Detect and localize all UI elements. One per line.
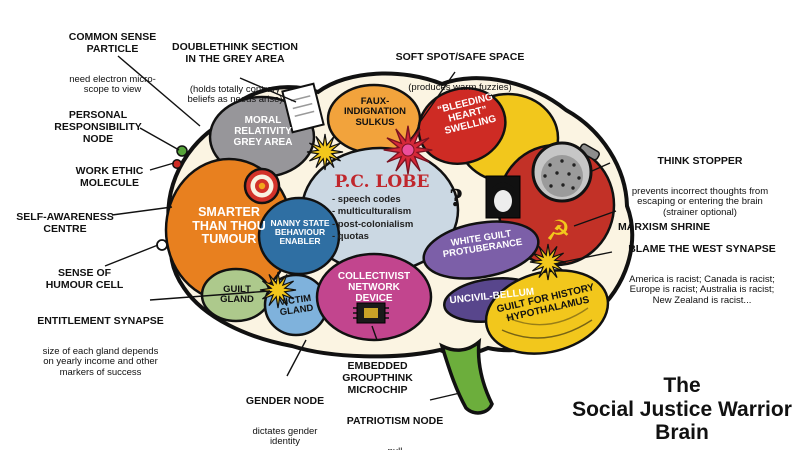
callout-desc: null [340,446,450,450]
callout-patriotism-node: PATRIOTISM NODE null [340,398,450,450]
region-brain-stem [439,337,494,415]
soft-spot-explosion-icon [383,125,433,175]
leader-line [573,210,617,227]
callout-title: EMBEDDED GROUPTHINK MICROCHIP [342,360,413,396]
callout-desc: dictates gender identity [252,425,318,448]
page-title: The Social Justice Warrior Brain [572,374,792,445]
callout-desc: size of each gland depends on yearly inc… [42,345,159,378]
label-faux-indignation: FAUX- INDIGNATION SULKUS [343,96,407,128]
label-moral-relativity: MORAL RELATIVITY GREY AREA [233,115,293,148]
personal-responsibility-node-dot [176,145,188,157]
callout-desc: prevents incorrect thoughts from escapin… [631,185,769,218]
callout-title: WORK ETHIC MOLECULE [75,165,144,189]
label-smarter-tumour: SMARTER THAN THOU TUMOUR [192,205,266,246]
leader-line [149,290,271,301]
region-white-guilt [422,220,540,280]
leader-line [139,127,180,151]
region-guilt-history [484,269,610,355]
callout-work-ethic: WORK ETHIC MOLECULE [62,148,157,208]
label-pc-lobe: P.C. LOBE - speech codes - multicultural… [322,172,442,243]
callout-sense-of-humour: SENSE OF HUMOUR CELL [42,250,127,310]
callout-title: SENSE OF HUMOUR CELL [45,267,124,291]
leader-line [104,244,159,267]
callout-doublethink-section: DOUBLETHINK SECTION IN THE GREY AREA (ho… [165,24,305,124]
leader-lines [104,55,617,401]
region-collectivist [315,252,433,342]
callout-desc: America is racist; Canada is racist; Eur… [629,273,775,306]
callout-desc: need electron micro- scope to view [69,73,156,96]
strainer-icon [531,141,600,203]
leader-line [117,55,201,127]
cerebellum-ridge [501,319,593,339]
che-guevara-portrait [485,175,521,219]
callout-entitlement-synapse: ENTITLEMENT SYNAPSE size of each gland d… [18,298,183,397]
callout-title: GENDER NODE [245,395,325,407]
callout-soft-spot: SOFT SPOT/SAFE SPACE (produces warm fuzz… [385,34,535,111]
label-nanny-state: NANNY STATE BEHAVIOUR ENABLER [270,218,330,247]
callout-common-sense-particle: COMMON SENSE PARTICLE need electron micr… [55,14,170,114]
callout-desc: (holds totally contrary beliefs as needs… [187,83,283,106]
callout-title: COMMON SENSE PARTICLE [68,31,157,55]
callout-title: SOFT SPOT/SAFE SPACE [395,51,525,63]
callout-title: SELF-AWARENESS CENTRE [16,211,114,235]
callout-think-stopper: THINK STOPPER prevents incorrect thought… [605,138,795,237]
callout-self-awareness: SELF-AWARENESS CENTRE [10,194,120,254]
leader-line [419,71,456,123]
leader-line [429,392,461,401]
callout-title: DOUBLETHINK SECTION IN THE GREY AREA [172,41,298,65]
callout-title: MARXISM SHRINE [618,221,711,233]
callout-desc: (produces warm fuzzies) [408,81,512,93]
region-bleeding-heart [417,87,507,165]
question-mark-icon: ? [449,185,462,212]
callout-title: THINK STOPPER [657,155,743,167]
callout-title: PATRIOTISM NODE [346,415,444,427]
leader-line [286,339,307,377]
callout-groupthink-microchip: EMBEDDED GROUPTHINK MICROCHIP [325,343,430,414]
leader-line [111,206,173,216]
leader-line [371,325,378,341]
cerebellum-ridge [505,307,589,326]
hammer-sickle-icon: ☭ [545,214,570,247]
pc-lobe-items: - speech codes - multiculturalism - post… [332,194,414,243]
leader-line [591,162,611,172]
microchip-icon [353,302,389,324]
callout-title: BLAME THE WEST SYNAPSE [628,243,776,255]
leader-line [557,251,613,264]
leader-line [239,77,297,103]
callout-marxism-shrine: MARXISM SHRINE [618,204,748,252]
leader-line [149,162,175,171]
label-guilt-gland: GUILT GLAND [220,284,254,306]
humour-cell-dot [156,239,168,251]
work-ethic-molecule-dot [172,159,182,169]
pc-lobe-title: P.C. LOBE [334,172,430,192]
bullseye-tumour-icon [243,167,281,205]
doublethink-note-icon [281,82,325,134]
label-collectivist: COLLECTIVIST NETWORK DEVICE [337,271,411,304]
callout-personal-responsibility: PERSONAL RESPONSIBILITY NODE [48,92,148,163]
callout-blame-the-west: BLAME THE WEST SYNAPSE America is racist… [608,226,796,325]
callout-title: ENTITLEMENT SYNAPSE [37,315,164,327]
callout-title: PERSONAL RESPONSIBILITY NODE [54,109,142,145]
callout-gender-node: GENDER NODE dictates gender identity [235,378,335,450]
